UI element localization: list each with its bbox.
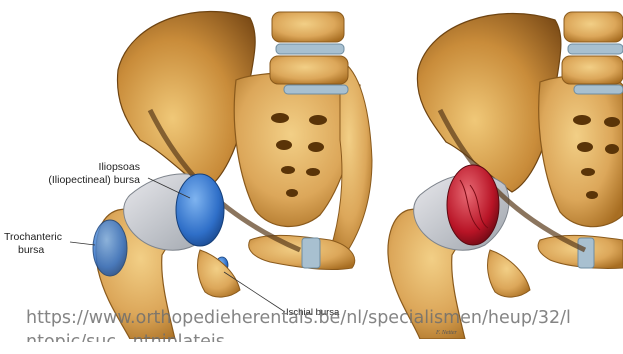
left-trochanteric-bursa: [93, 220, 127, 276]
right-vertebra: [564, 12, 623, 42]
left-ischium: [198, 250, 240, 297]
artist-credit: F. Netter: [436, 330, 457, 336]
left-sacral-foramen: [306, 168, 320, 176]
left-sacral-foramen: [308, 142, 324, 152]
right-vertebra: [562, 56, 623, 84]
right-pelvis-figure: [388, 12, 623, 339]
iliopsoas-label-line2: (Iliopectineal) bursa: [30, 174, 140, 187]
right-sacral-foramen: [604, 117, 620, 127]
source-url-watermark: https://www.orthopedieherentals.be/nl/sp…: [26, 306, 623, 330]
left-iliopsoas-bursa: [176, 174, 224, 246]
left-sacral-foramen: [286, 189, 298, 197]
iliopsoas-label: Iliopsoas (Iliopectineal) bursa: [60, 161, 140, 187]
right-disc: [574, 85, 623, 94]
left-sacral-foramen: [271, 113, 289, 123]
right-sacral-foramen: [605, 144, 619, 154]
source-url-watermark-line2: ntopic/suc...ntniplateis: [26, 330, 623, 354]
right-sacral-foramen: [577, 142, 593, 152]
left-sacral-foramen: [276, 140, 292, 150]
right-sacral-foramen: [573, 115, 591, 125]
left-disc: [284, 85, 348, 94]
left-vertebra: [270, 56, 348, 84]
right-inflamed-bursa: [447, 165, 499, 245]
left-disc: [276, 44, 344, 54]
right-disc: [568, 44, 623, 54]
left-symphysis-disc: [302, 238, 320, 268]
trochanteric-label-line2: bursa: [4, 244, 62, 257]
right-sacral-foramen: [586, 191, 598, 199]
right-ischium: [488, 250, 530, 297]
right-symphysis-disc: [578, 238, 594, 268]
iliopsoas-label-line1: Iliopsoas: [60, 161, 140, 174]
left-sacral-foramen: [309, 115, 327, 125]
left-sacral-foramen: [281, 166, 295, 174]
trochanteric-label-line1: Trochanteric: [4, 231, 62, 244]
right-sacral-foramen: [581, 168, 595, 176]
trochanteric-leader-line: [70, 242, 95, 245]
anatomy-illustration: Iliopsoas (Iliopectineal) bursa Trochant…: [0, 0, 623, 339]
left-vertebra: [272, 12, 344, 42]
trochanteric-label: Trochanteric bursa: [4, 231, 62, 257]
